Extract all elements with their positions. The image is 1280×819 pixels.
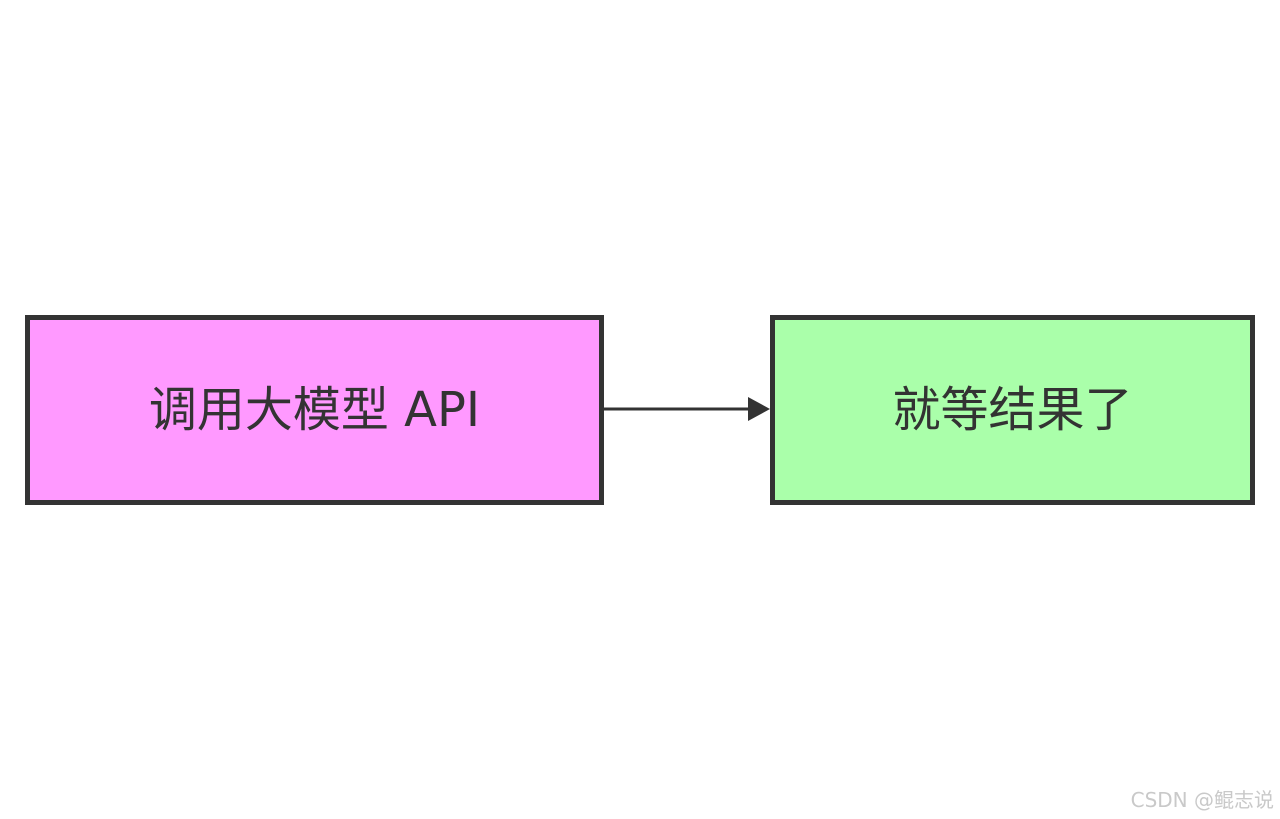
node-call-api-label: 调用大模型 API	[148, 382, 481, 438]
node-wait-result-label: 就等结果了	[892, 382, 1133, 438]
watermark: CSDN @鲲志说	[1130, 788, 1274, 812]
node-wait-result: 就等结果了	[770, 315, 1255, 505]
arrowhead-icon	[748, 397, 770, 421]
node-call-api: 调用大模型 API	[25, 315, 604, 505]
